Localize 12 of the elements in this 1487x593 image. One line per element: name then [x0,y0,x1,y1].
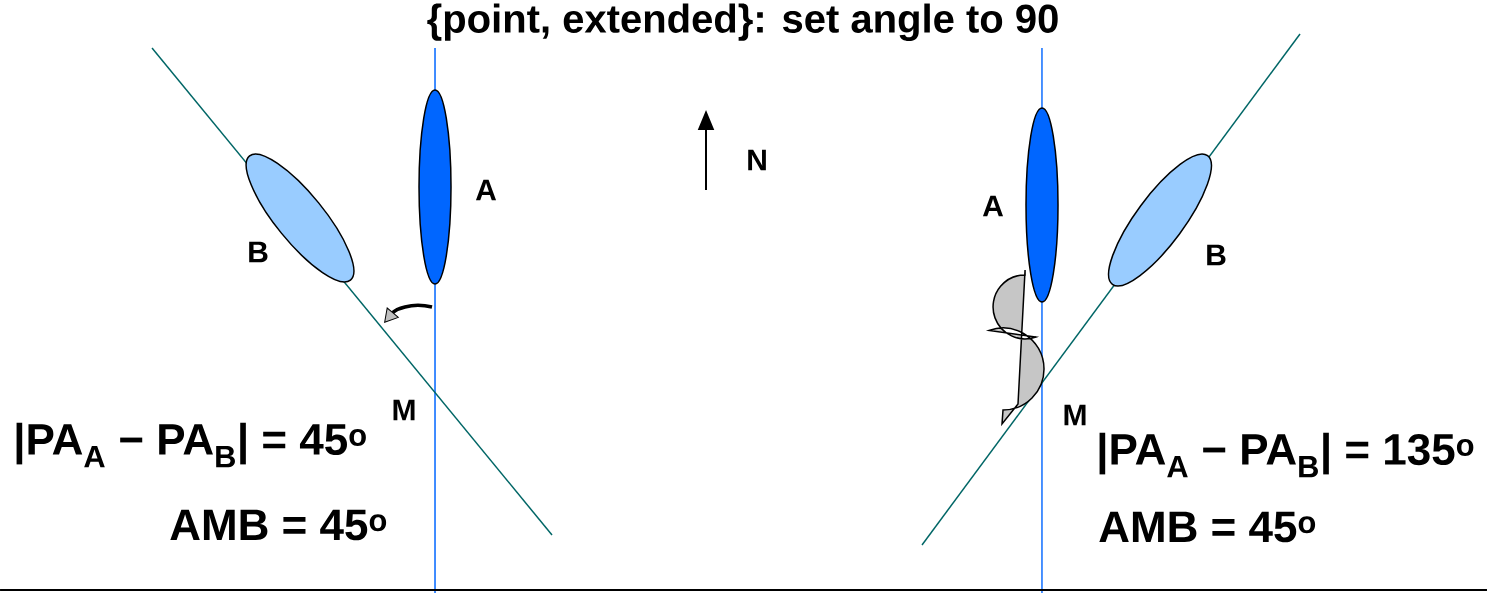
shape-label: B [1207,244,1226,266]
shape-label: A [475,179,497,201]
equation: AMB = 45$^{o}$ [170,509,387,541]
shape-label: B [249,241,268,263]
equation: |PA$_{A}$ − PA$_{B}$| = 135$^{o}$ [1099,432,1474,478]
shape-label: A [982,195,1004,217]
title: {point, extended}: set angle to 90 [427,3,1058,41]
equation: AMB = 45$^{o}$ [1099,511,1316,543]
equation: |PA$_{A}$ − PA$_{B}$| = 45$^{o}$ [16,422,366,468]
point-label: M [1064,404,1086,426]
point-label: M [393,399,415,421]
direction-label: N [748,149,766,171]
